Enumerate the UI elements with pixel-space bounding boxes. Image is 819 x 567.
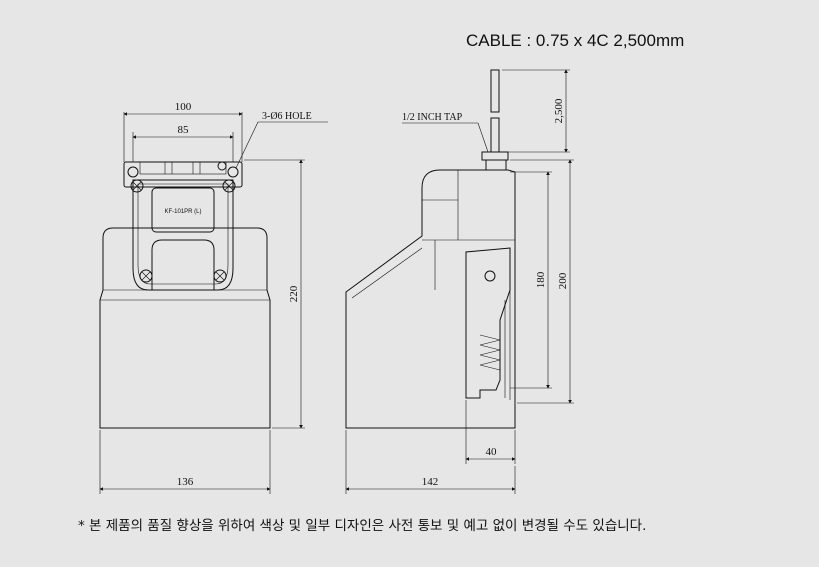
hole-note: 3-Ø6 HOLE [262, 111, 312, 122]
dim-width-bottom-front: 136 [177, 476, 194, 488]
side-view: 2,500 1/2 INCH TAP 180 200 [345, 69, 574, 494]
tap-note: 1/2 INCH TAP [402, 112, 463, 123]
dim-width-bottom-side: 142 [422, 476, 439, 488]
footnote: * 본 제품의 품질 향상을 위하여 색상 및 일부 디자인은 사전 통보 및 … [78, 518, 647, 534]
dim-cable: 2,500 [553, 98, 565, 123]
dim-hole-pitch: 85 [178, 124, 190, 136]
model-label: KF-101PR (L) [164, 209, 201, 215]
screw-icon [222, 179, 236, 193]
screw-icon [213, 269, 227, 283]
dim-200: 200 [557, 272, 569, 289]
front-view: 100 85 3-Ø6 HOLE KF-101PR (L) [99, 101, 328, 494]
dim-height: 220 [288, 285, 300, 302]
dim-180: 180 [535, 271, 547, 288]
screw-icon [130, 179, 144, 193]
dim-width-top: 100 [175, 101, 192, 113]
screw-icon [139, 269, 153, 283]
dim-40: 40 [486, 446, 498, 458]
cable-spec-title: CABLE : 0.75 x 4C 2,500mm [466, 31, 685, 50]
